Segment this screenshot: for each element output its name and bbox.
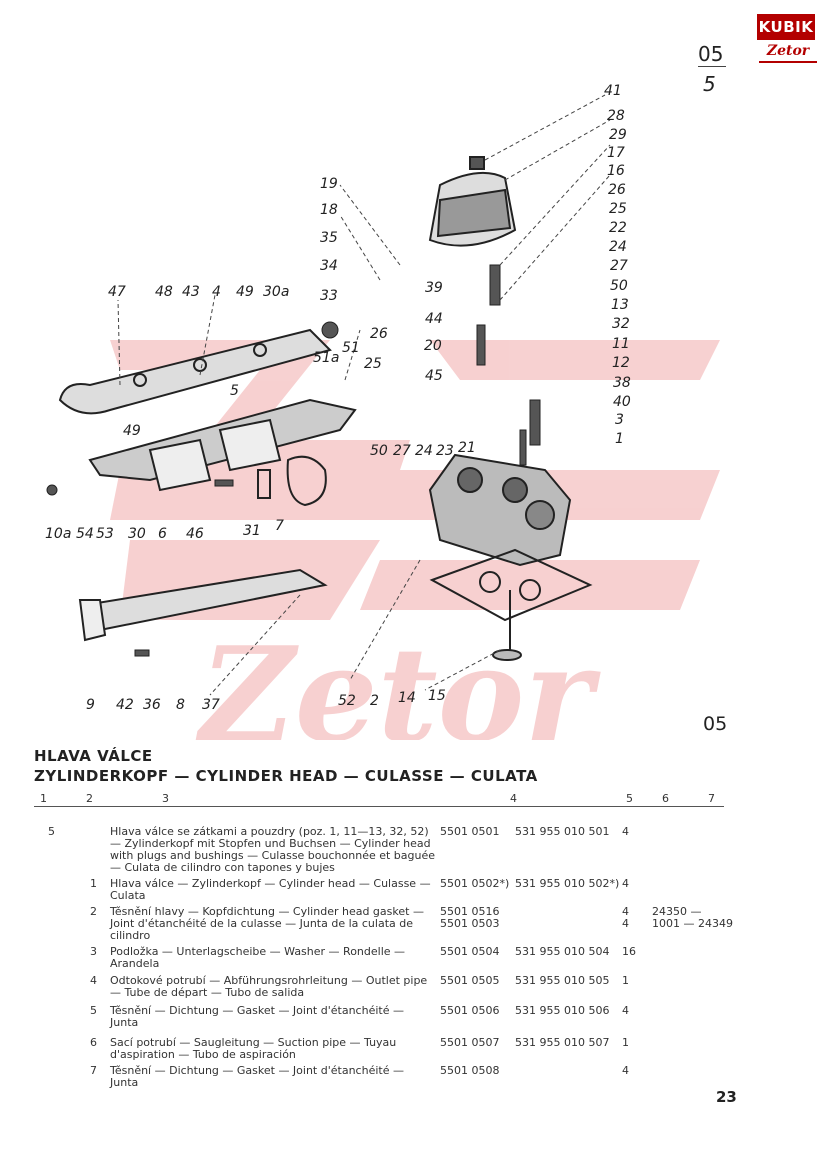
callout-label: 42 (116, 697, 134, 713)
callout-label: 47 (108, 284, 126, 300)
callout-label: 49 (123, 423, 141, 439)
col-head-6: 6 (662, 792, 669, 805)
valve-cover (428, 156, 517, 247)
callout-label: 12 (612, 355, 630, 371)
callout-label: 29 (609, 127, 627, 143)
valve (492, 590, 522, 661)
callout-label: 50 (610, 278, 628, 294)
callout-label: 27 (393, 443, 411, 459)
callout-label: 30 (128, 526, 146, 542)
callout-label: 6 (158, 526, 167, 542)
col-head-3: 3 (162, 792, 169, 805)
callout-label: 7 (275, 518, 284, 534)
title-czech: HLAVA VÁLCE (34, 747, 153, 765)
callout-label: 24 (415, 443, 433, 459)
callout-label: 2 (370, 693, 379, 709)
suction-manifold (88, 398, 357, 492)
callout-label: 9 (86, 697, 95, 713)
callout-label: 36 (143, 697, 161, 713)
callout-labels: 41 28 29 17 16 26 25 22 24 27 50 13 32 1… (45, 83, 631, 713)
callout-label: 20 (424, 338, 442, 354)
col-head-2: 2 (86, 792, 93, 805)
page-number: 23 (716, 1088, 737, 1106)
col-head-5: 5 (626, 792, 633, 805)
small-parts (46, 264, 541, 657)
callout-label: 27 (610, 258, 628, 274)
callout-label: 45 (425, 368, 443, 384)
callout-label: 25 (609, 201, 627, 217)
kubik-logo: KUBIK (757, 14, 815, 40)
callout-label: 40 (613, 394, 631, 410)
callout-label: 43 (182, 284, 200, 300)
callout-label: 31 (243, 523, 261, 539)
callout-label: 24 (609, 239, 627, 255)
coolant-pipe (78, 568, 328, 642)
callout-label: 33 (320, 288, 338, 304)
head-gasket (429, 548, 593, 622)
title-multilingual: ZYLINDERKOPF — CYLINDER HEAD — CULASSE —… (34, 767, 538, 785)
callout-label: 26 (608, 182, 626, 198)
callout-label: 17 (607, 145, 625, 161)
callout-label: 22 (609, 220, 627, 236)
col-head-1: 1 (40, 792, 47, 805)
callout-label: 51a (313, 350, 339, 366)
callout-label: 26 (370, 326, 388, 342)
outlet-manifold (58, 328, 332, 415)
section-divider (698, 66, 726, 67)
callout-label: 5 (230, 383, 239, 399)
callout-label: 48 (155, 284, 173, 300)
callout-label: 8 (176, 697, 185, 713)
callout-label: 4 (212, 284, 221, 300)
exploded-parts-diagram: Zetor (45, 83, 727, 740)
callout-label: 19 (320, 176, 338, 192)
callout-label: 39 (425, 280, 443, 296)
callout-label: 37 (202, 697, 220, 713)
side-section-code: 05 (703, 713, 727, 735)
callout-label: 41 (604, 83, 622, 99)
svg-text:Zetor: Zetor (195, 618, 601, 740)
cylinder-head (428, 453, 572, 567)
callout-label: 46 (186, 526, 204, 542)
callout-label: 44 (425, 311, 443, 327)
manifold-gaskets (257, 455, 327, 507)
callout-label: 54 (76, 526, 94, 542)
callout-label: 13 (611, 297, 629, 313)
callout-label: 49 (236, 284, 254, 300)
section-number: 5 (703, 72, 716, 96)
callout-label: 38 (613, 375, 631, 391)
callout-label: 16 (607, 163, 625, 179)
callout-label: 11 (612, 336, 630, 352)
callout-label: 35 (320, 230, 338, 246)
callout-label: 15 (428, 688, 446, 704)
callout-label: 23 (436, 443, 454, 459)
callout-label: 50 (370, 443, 388, 459)
header-rule (34, 806, 724, 807)
col-head-7: 7 (708, 792, 715, 805)
callout-label: 30a (263, 284, 289, 300)
callout-label: 1 (615, 431, 624, 447)
callout-label: 53 (96, 526, 114, 542)
callout-label: 3 (615, 412, 624, 428)
col-head-4: 4 (510, 792, 517, 805)
callout-label: 14 (398, 690, 416, 706)
callout-label: 52 (338, 693, 356, 709)
callout-label: 25 (364, 356, 382, 372)
leader-lines (117, 94, 611, 696)
callout-label: 34 (320, 258, 338, 274)
callout-label: 18 (320, 202, 338, 218)
callout-label: 21 (458, 440, 476, 456)
callout-label: 51 (342, 340, 360, 356)
callout-label: 32 (612, 316, 630, 332)
callout-label: 28 (607, 108, 625, 124)
section-code: 05 (698, 42, 724, 66)
callout-label: 10a (45, 526, 71, 542)
zetor-logo: Zetor (757, 43, 819, 63)
